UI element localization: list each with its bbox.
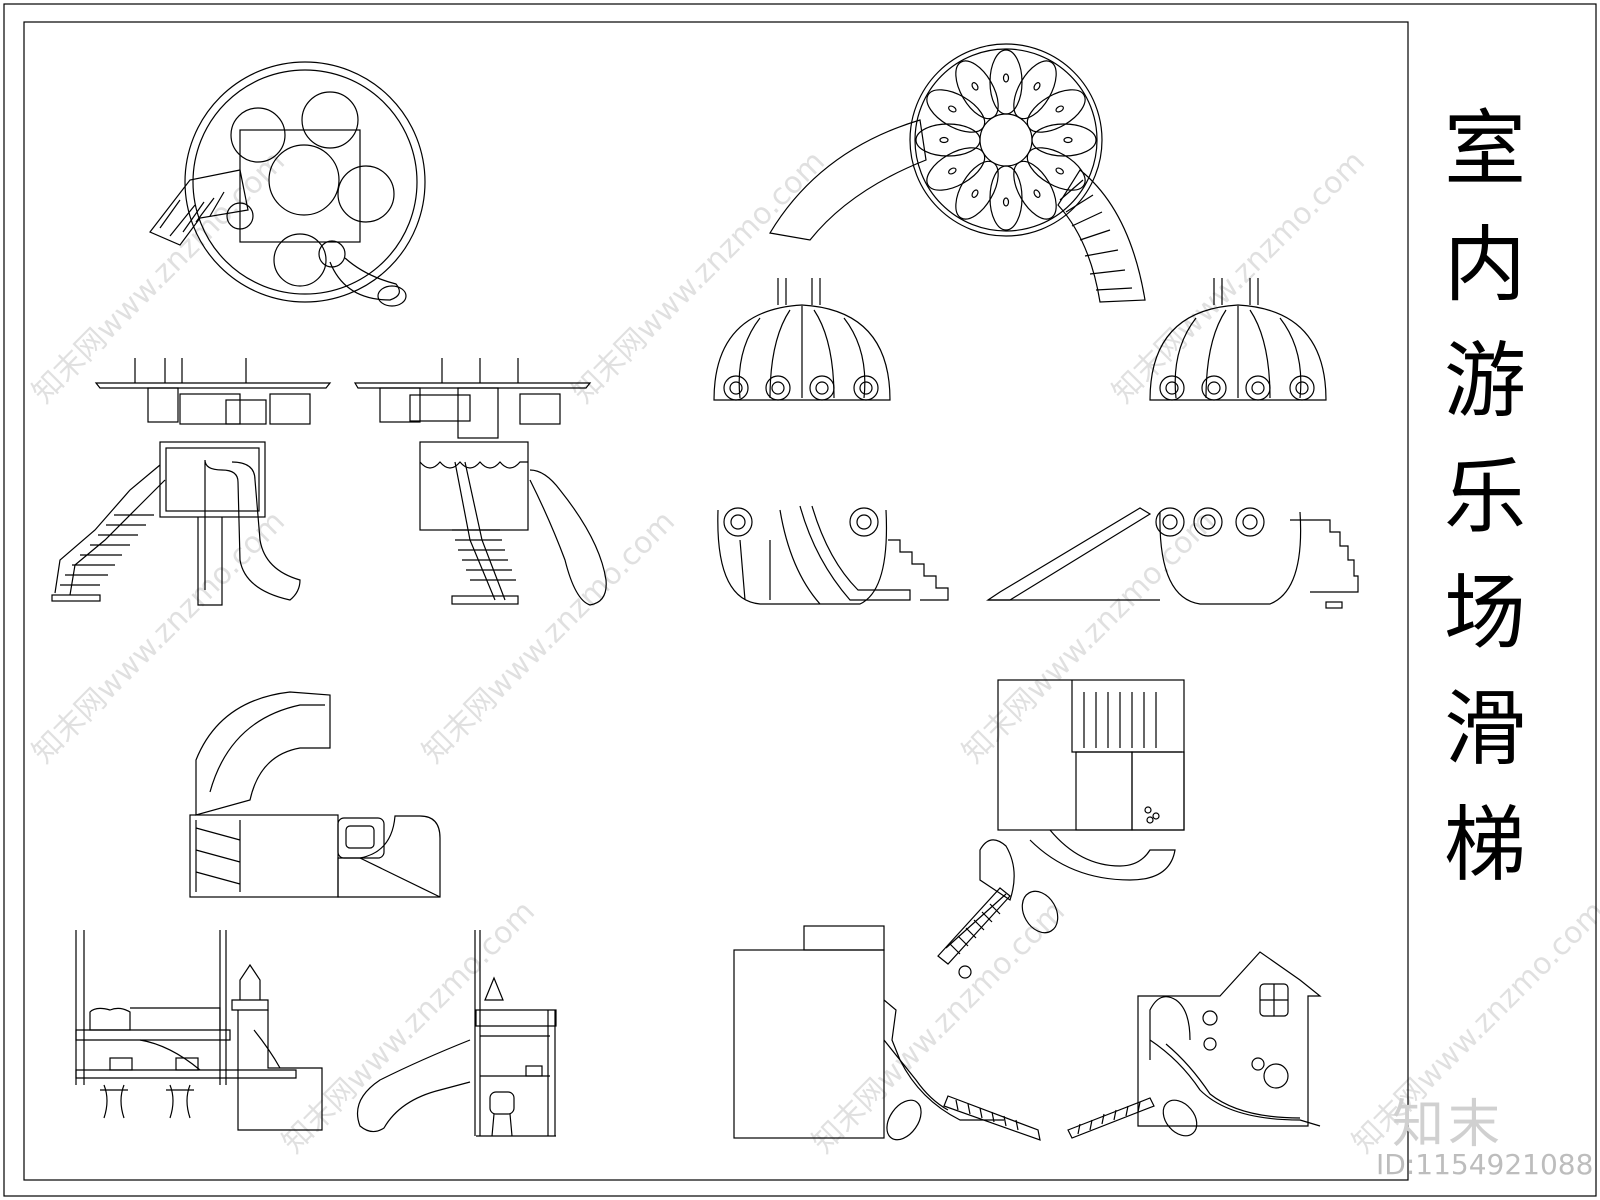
flower-petal — [1013, 160, 1057, 220]
flower-petal — [989, 49, 1023, 115]
round-playground-plan — [149, 61, 426, 307]
title-char: 梯 — [1443, 798, 1526, 893]
petal-dot — [948, 105, 957, 113]
petal-dot — [1002, 73, 1010, 83]
petal-dot — [948, 167, 957, 175]
petal-dot — [1033, 82, 1041, 91]
bowl-slide-elevation-right — [986, 507, 1359, 609]
dome-elevation-left — [713, 278, 891, 401]
flower-petal — [955, 160, 999, 220]
dome-elevation-right — [1149, 278, 1327, 401]
flower-petal — [989, 165, 1023, 231]
title-char: 内 — [1443, 218, 1526, 313]
petal-dot — [971, 82, 979, 91]
house-slide-plan — [937, 679, 1185, 979]
petal-dot — [1002, 197, 1010, 207]
flower-petal — [926, 147, 986, 191]
bunk-bed-elevation-b — [356, 930, 557, 1137]
petal-dot — [1063, 136, 1073, 144]
title-char: 场 — [1443, 566, 1526, 661]
flower-petal — [915, 123, 981, 157]
petal-dot — [1055, 105, 1064, 113]
playground-elevation-a — [51, 358, 332, 606]
playground-elevation-b — [353, 358, 607, 606]
flower-petal — [926, 89, 986, 133]
petal-dot — [1033, 189, 1041, 198]
asset-id: ID:1154921088 — [1376, 1148, 1594, 1181]
flower-petal — [1026, 89, 1086, 133]
outer-frame — [3, 3, 1597, 1197]
flower-petal — [1013, 60, 1057, 120]
flower-petal — [1031, 123, 1097, 157]
site-logo: 知末 — [1392, 1095, 1505, 1155]
petal-dot — [971, 189, 979, 198]
bunk-bed-elevation-a — [75, 930, 323, 1131]
flower-petal — [1026, 147, 1086, 191]
petal-dot — [939, 136, 949, 144]
flower-playground-plan — [769, 43, 1146, 303]
inner-frame — [23, 21, 1409, 1181]
petal-dot — [1055, 167, 1064, 175]
house-slide-elevation — [1067, 951, 1322, 1139]
block-slide-elevation — [733, 925, 1041, 1141]
flower-petal — [955, 60, 999, 120]
title-char: 滑 — [1443, 682, 1526, 777]
title-char: 游 — [1443, 334, 1526, 429]
bowl-slide-elevation-left — [717, 505, 949, 605]
bed-slide-plan — [189, 691, 441, 898]
title-char: 室 — [1443, 102, 1526, 197]
title-char: 乐 — [1443, 450, 1526, 545]
flower-petals — [915, 49, 1097, 231]
drawing-title: 室 内 游 乐 场 滑 梯 — [1440, 90, 1530, 902]
